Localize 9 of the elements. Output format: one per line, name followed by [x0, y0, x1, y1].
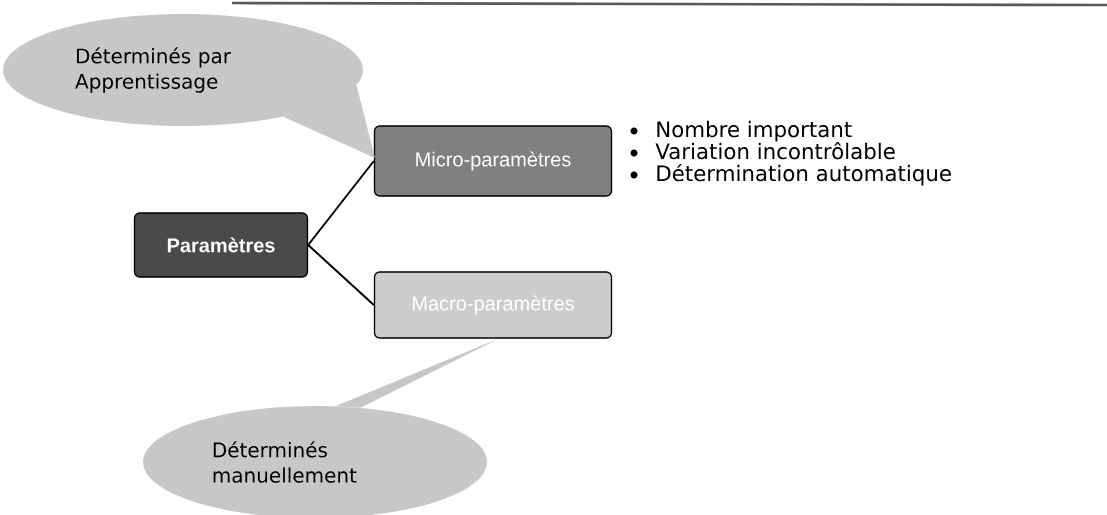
speech-bubble: Déterminés manuellement — [143, 338, 500, 515]
speech-bubble: Déterminés par Apprentissage — [3, 14, 375, 158]
process-box: Paramètres — [133, 212, 309, 278]
connector-line — [307, 244, 375, 306]
bullet-text: Variation incontrôlable — [655, 141, 895, 160]
connector-line — [307, 160, 375, 246]
bullet-text: Détermination automatique — [657, 163, 951, 186]
bullet-text: Nombre important — [657, 120, 852, 142]
process-box: Micro-paramètres — [373, 125, 613, 197]
